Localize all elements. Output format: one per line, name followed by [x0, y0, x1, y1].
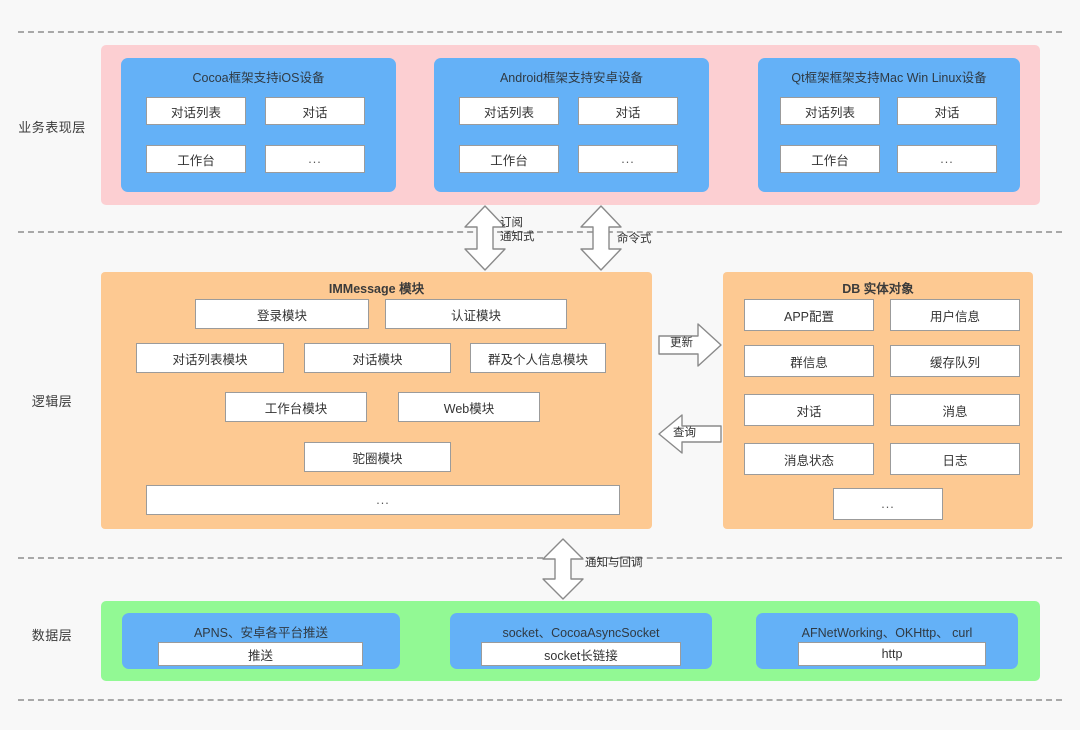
divider-presentation-logic	[18, 231, 1062, 233]
db-entity-title: DB 实体对象	[842, 282, 914, 296]
presentation-card-android[interactable]: Android框架支持安卓设备 对话列表 对话 工作台 ...	[434, 58, 709, 192]
card-title: Qt框架框架支持Mac Win Linux设备	[791, 71, 987, 85]
query-arrow-label: 查询	[673, 427, 696, 439]
presentation-layer-panel: Cocoa框架支持iOS设备 对话列表 对话 工作台 ... Android框架…	[101, 45, 1040, 205]
item-message[interactable]: 消息	[890, 394, 1020, 426]
presentation-card-cocoa[interactable]: Cocoa框架支持iOS设备 对话列表 对话 工作台 ...	[121, 58, 396, 192]
data-card-socket[interactable]: socket、CocoaAsyncSocket socket长链接	[450, 613, 712, 669]
command-arrow-label: 命令式	[617, 233, 652, 245]
item-more[interactable]: ...	[897, 145, 997, 173]
item-workbench[interactable]: 工作台	[780, 145, 880, 173]
item-more[interactable]: ...	[265, 145, 365, 173]
item-conversation[interactable]: 对话	[744, 394, 874, 426]
item-http[interactable]: http	[798, 642, 986, 666]
item-conversation[interactable]: 对话	[265, 97, 365, 125]
update-arrow-label: 更新	[670, 337, 693, 349]
item-login-module[interactable]: 登录模块	[195, 299, 369, 329]
immessage-module-title: IMMessage 模块	[328, 282, 425, 296]
item-conversation-list[interactable]: 对话列表	[459, 97, 559, 125]
item-web-module[interactable]: Web模块	[398, 392, 540, 422]
item-more[interactable]: ...	[578, 145, 678, 173]
item-conversation-list[interactable]: 对话列表	[146, 97, 246, 125]
card-title: socket、CocoaAsyncSocket	[502, 626, 660, 640]
item-app-config[interactable]: APP配置	[744, 299, 874, 331]
notify-callback-arrow-label: 通知与回调	[585, 557, 643, 569]
item-group-info[interactable]: 群信息	[744, 345, 874, 377]
layer-label-logic: 逻辑层	[31, 394, 73, 409]
command-arrow	[579, 205, 623, 271]
item-conversation[interactable]: 对话	[897, 97, 997, 125]
card-title: AFNetWorking、OKHttp、 curl	[801, 626, 973, 640]
immessage-module-panel: IMMessage 模块 登录模块 认证模块 对话列表模块 对话模块 群及个人信…	[101, 272, 652, 529]
data-layer-panel: APNS、安卓各平台推送 推送 socket、CocoaAsyncSocket …	[101, 601, 1040, 681]
query-arrow	[658, 414, 722, 454]
data-card-push[interactable]: APNS、安卓各平台推送 推送	[122, 613, 400, 669]
item-tuoquan-module[interactable]: 驼圈模块	[304, 442, 451, 472]
layer-label-presentation: 业务表现层	[18, 120, 86, 135]
item-more[interactable]: ...	[146, 485, 620, 515]
db-entity-panel: DB 实体对象 APP配置 用户信息 群信息 缓存队列 对话 消息 消息状态 日…	[723, 272, 1033, 529]
data-card-http[interactable]: AFNetWorking、OKHttp、 curl http	[756, 613, 1018, 669]
item-workbench[interactable]: 工作台	[459, 145, 559, 173]
notify-callback-arrow	[541, 538, 585, 600]
divider-top	[18, 31, 1062, 33]
update-arrow	[658, 323, 722, 367]
item-auth-module[interactable]: 认证模块	[385, 299, 567, 329]
presentation-card-qt[interactable]: Qt框架框架支持Mac Win Linux设备 对话列表 对话 工作台 ...	[758, 58, 1020, 192]
item-workbench-module[interactable]: 工作台模块	[225, 392, 367, 422]
item-conversation-module[interactable]: 对话模块	[304, 343, 451, 373]
item-more[interactable]: ...	[833, 488, 943, 520]
item-conversation-list-module[interactable]: 对话列表模块	[136, 343, 284, 373]
item-message-state[interactable]: 消息状态	[744, 443, 874, 475]
item-cache-queue[interactable]: 缓存队列	[890, 345, 1020, 377]
layer-label-data: 数据层	[31, 628, 73, 643]
item-conversation-list[interactable]: 对话列表	[780, 97, 880, 125]
subscribe-notify-arrow-label: 订阅 通知式	[500, 217, 535, 244]
item-log[interactable]: 日志	[890, 443, 1020, 475]
item-socket-long-connection[interactable]: socket长链接	[481, 642, 681, 666]
item-conversation[interactable]: 对话	[578, 97, 678, 125]
card-title: Cocoa框架支持iOS设备	[192, 71, 325, 85]
card-title: APNS、安卓各平台推送	[193, 626, 329, 640]
divider-logic-data	[18, 557, 1062, 559]
item-user-info[interactable]: 用户信息	[890, 299, 1020, 331]
card-title: Android框架支持安卓设备	[499, 71, 644, 85]
item-push[interactable]: 推送	[158, 642, 363, 666]
divider-bottom	[18, 699, 1062, 701]
item-group-profile-module[interactable]: 群及个人信息模块	[470, 343, 606, 373]
item-workbench[interactable]: 工作台	[146, 145, 246, 173]
subscribe-notify-arrow	[463, 205, 507, 271]
